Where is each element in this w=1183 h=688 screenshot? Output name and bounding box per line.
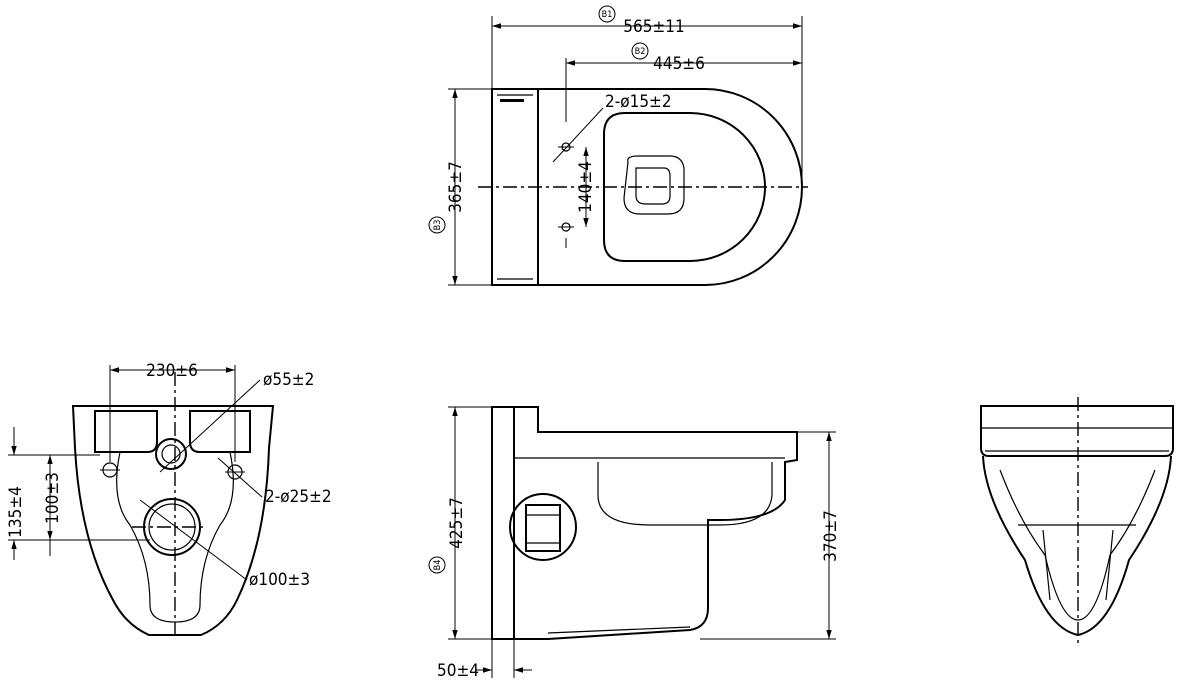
- side-view: 425±7 B4 370±7 50±4: [428, 406, 841, 681]
- top-view: B1 565±11 B2 445±6 365±7 B3 2-ø15±2: [428, 5, 808, 286]
- b3-balloon: [428, 216, 446, 234]
- bowl-outline: [538, 88, 803, 286]
- dim-140: 140±4: [576, 161, 596, 213]
- leader-pipe: [159, 379, 261, 473]
- dim-outlet-100: ø100±3: [249, 570, 310, 590]
- front-rim: [980, 405, 1174, 457]
- rear-outline: [71, 405, 275, 636]
- dim-230: 230±6: [146, 361, 198, 381]
- b4-balloon: [428, 556, 446, 574]
- dim-100: 100±3: [43, 472, 63, 524]
- outlet-outer: [143, 498, 201, 556]
- dim-holes-25: 2-ø25±2: [265, 487, 332, 507]
- wall-plate: [491, 406, 515, 640]
- dim-50: 50±4: [437, 661, 479, 681]
- dim-370: 370±7: [821, 510, 841, 562]
- b2-balloon: [631, 42, 649, 60]
- outlet-inner: [148, 503, 196, 551]
- leader-outlet: [139, 499, 248, 581]
- front-body: [982, 455, 1172, 637]
- dim-445: 445±6: [653, 54, 705, 74]
- pipe-inlet-outer: [155, 438, 187, 470]
- rear-slot-right: [189, 410, 251, 453]
- side-outlet-block: [525, 504, 561, 552]
- dim-pipe-55: ø55±2: [263, 370, 314, 390]
- b1-balloon: [598, 5, 616, 23]
- b2-label: B2: [635, 47, 646, 57]
- b3-label: B3: [433, 220, 443, 231]
- dim-425: 425±7: [447, 497, 467, 549]
- dim-holes-15: 2-ø15±2: [605, 92, 672, 112]
- front-inner-line: [999, 469, 1156, 621]
- side-bowl: [597, 462, 773, 526]
- dim-135: 135±4: [6, 486, 26, 538]
- bowl-rim-inner: [603, 112, 766, 262]
- b1-label: B1: [602, 10, 613, 20]
- pipe-inlet-inner: [161, 444, 181, 464]
- rear-slot-left: [94, 410, 158, 453]
- brand-mark: [500, 99, 524, 102]
- dim-565: 565±11: [623, 17, 684, 37]
- side-body: [514, 406, 798, 640]
- b4-label: B4: [433, 560, 443, 571]
- front-view: [980, 397, 1174, 643]
- bowl-drain-inner: [635, 167, 671, 205]
- bowl-drain-outer: [623, 155, 685, 215]
- side-outlet-ring: [509, 493, 577, 561]
- leader-rear-holes: [217, 457, 263, 498]
- leader-holes: [552, 107, 604, 163]
- rear-view: 230±6 ø55±2 2-ø25±2 ø100±3 135±4 100±3: [6, 361, 332, 640]
- dim-365: 365±7: [446, 161, 466, 213]
